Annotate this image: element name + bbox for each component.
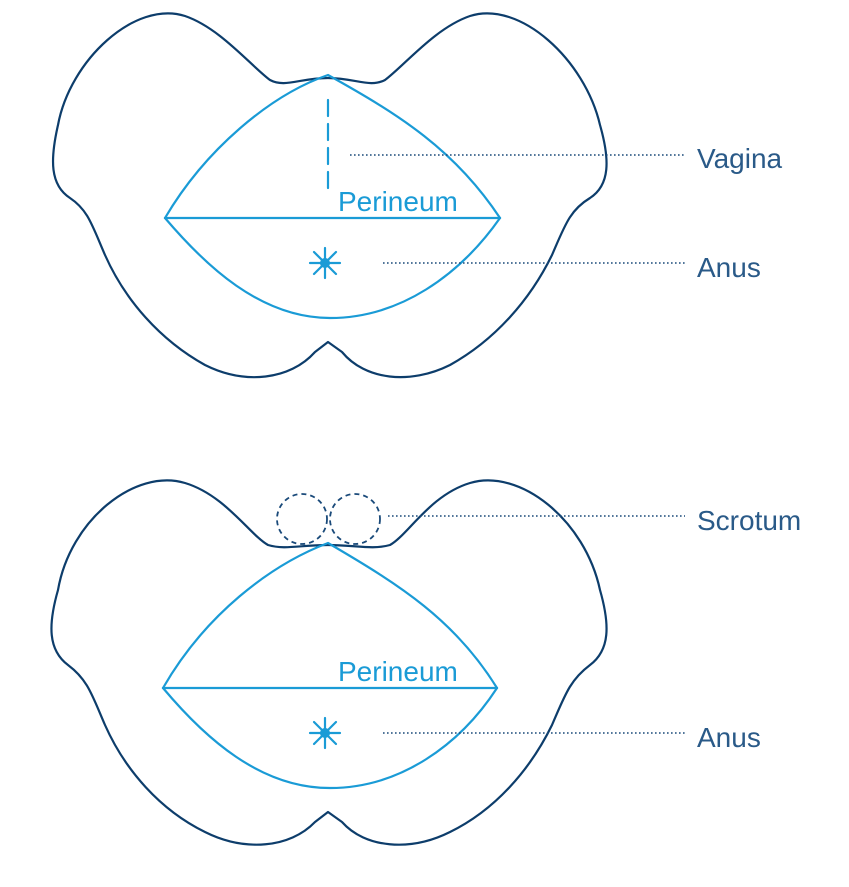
- male-perineum-label: Perineum: [338, 656, 458, 687]
- female-lower-triangle: [163, 216, 502, 320]
- scrotum-right-circle: [329, 493, 381, 545]
- female-perineum-label: Perineum: [338, 186, 458, 217]
- male-body-outline: [50, 479, 608, 846]
- scrotum-left-circle: [276, 493, 328, 545]
- vagina-label: Vagina: [697, 143, 783, 174]
- male-anus-icon: [308, 716, 342, 750]
- scrotum-label: Scrotum: [697, 505, 801, 536]
- female-anus-icon: [308, 246, 342, 280]
- female-body-outline: [51, 12, 608, 379]
- female-diagram: Perineum Vagina Anus: [51, 12, 783, 379]
- female-upper-triangle: [163, 73, 502, 220]
- male-lower-triangle: [161, 686, 499, 790]
- female-anus-label: Anus: [697, 252, 761, 283]
- male-anus-label: Anus: [697, 722, 761, 753]
- male-upper-triangle: [161, 541, 499, 690]
- male-diagram: Perineum Scrotum Anus: [50, 479, 801, 846]
